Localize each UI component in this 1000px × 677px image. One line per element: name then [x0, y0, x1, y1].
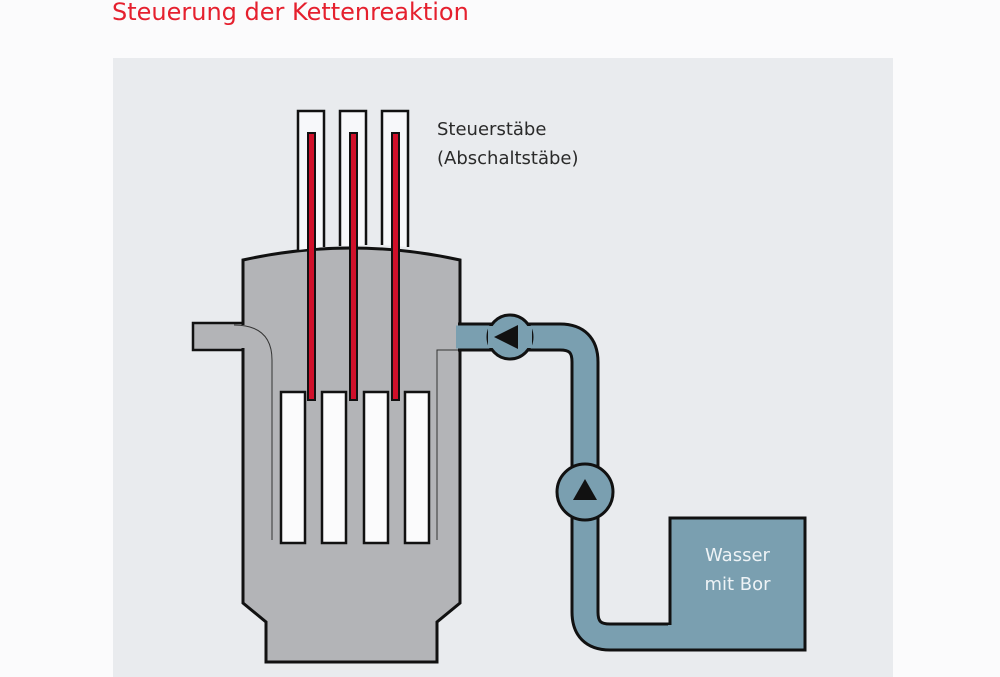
control-rods-label: Steuerstäbe	[437, 119, 547, 140]
boron-pipe	[456, 313, 807, 652]
tank-label-line2: mit Bor	[704, 574, 771, 595]
page-title: Steuerung der Kettenreaktion	[112, 0, 469, 26]
control-rod	[349, 132, 358, 401]
flow-arrow-up-icon	[573, 479, 597, 500]
control-rods	[307, 132, 400, 401]
inlet-pipe	[191, 321, 250, 352]
fuel-element	[279, 390, 307, 545]
reactor-vessel	[241, 246, 462, 664]
fuel-element	[403, 390, 431, 545]
fuel-element	[320, 390, 348, 545]
boron-tank	[668, 516, 807, 652]
flow-arrow-left-icon	[494, 325, 518, 349]
tank-label-line1: Wasser	[705, 545, 770, 566]
control-rod	[307, 132, 316, 401]
control-rod	[391, 132, 400, 401]
inner-wall-right	[436, 349, 460, 540]
fuel-elements	[279, 390, 431, 545]
fuel-element	[362, 390, 390, 545]
control-rods-sublabel: (Abschaltstäbe)	[437, 148, 579, 169]
inlet-flow-line	[233, 324, 273, 540]
